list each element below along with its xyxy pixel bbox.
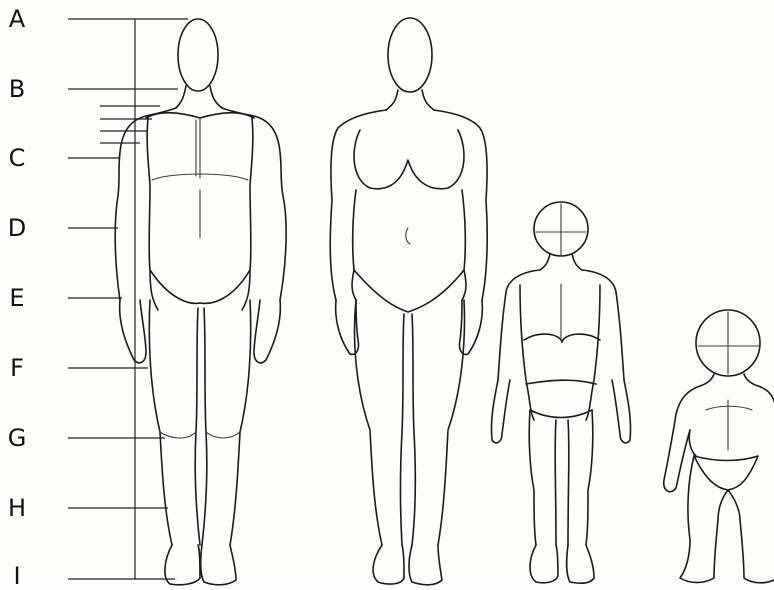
child-figure [491,202,630,583]
adult-female-figure [330,18,487,585]
measurement-guides [68,19,188,579]
toddler-figure [664,310,774,583]
adult-male-figure [115,19,286,585]
